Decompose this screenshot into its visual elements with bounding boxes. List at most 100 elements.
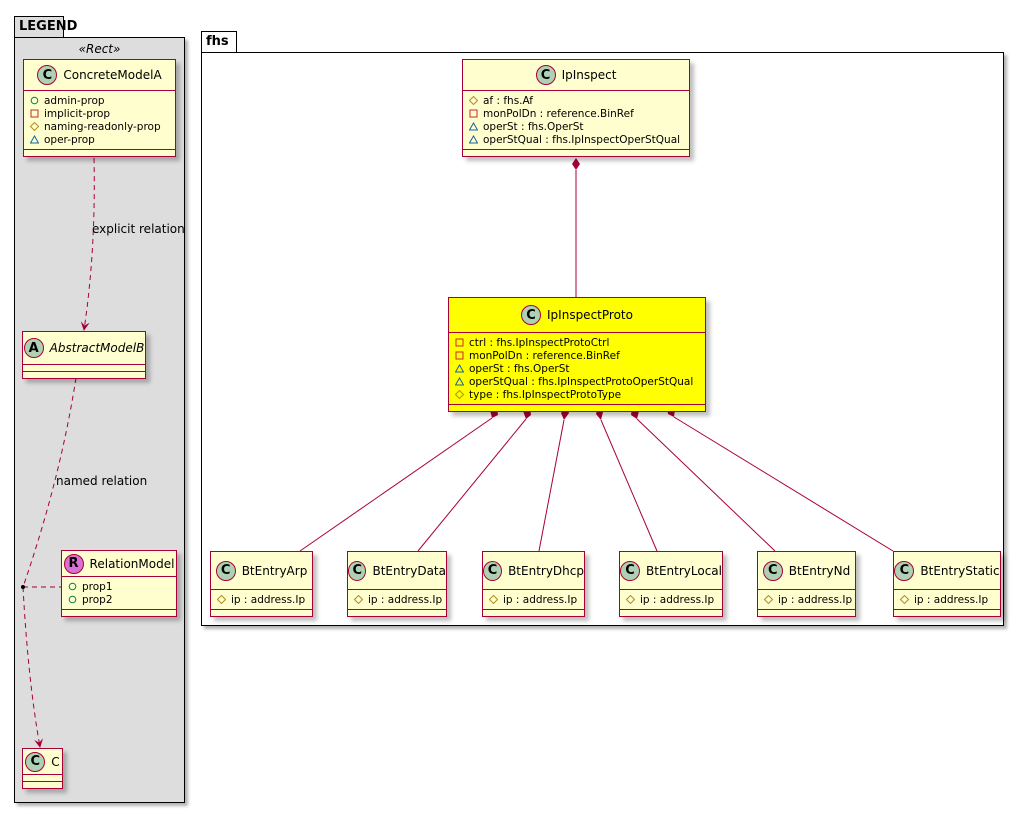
class-methods	[211, 610, 312, 616]
class-attribute: ip : address.Ip	[900, 593, 994, 606]
composition-edge	[417, 418, 527, 552]
package-triangle-icon	[30, 135, 39, 144]
explicit-relation-label: explicit relation	[92, 222, 185, 236]
class-name: RelationModel	[89, 556, 175, 571]
attribute-text: prop1	[82, 580, 113, 593]
attribute-text: ip : address.Ip	[778, 593, 853, 606]
class-spot-icon: C	[620, 560, 641, 581]
class-attribute: af : fhs.Af	[469, 94, 683, 107]
protected-diamond-icon	[469, 96, 478, 105]
class-attribute: ip : address.Ip	[217, 593, 306, 606]
class-attribute: ctrl : fhs.IpInspectProtoCtrl	[455, 336, 699, 349]
package-triangle-icon	[455, 377, 464, 386]
fhs-package-name: fhs	[206, 34, 229, 49]
class-methods	[463, 150, 689, 156]
class-header: C IpInspectProto	[449, 298, 705, 333]
class-attribute: operSt : fhs.OperSt	[455, 362, 699, 375]
class-name: BtEntryNd	[788, 563, 851, 578]
named-relation-target-edge	[22, 586, 44, 748]
class-spot-icon: C	[535, 65, 556, 85]
attribute-text: monPolDn : reference.BinRef	[469, 349, 620, 362]
package-triangle-icon	[455, 364, 464, 373]
legend-stereotype: «Rect»	[78, 42, 121, 56]
named-relation-label: named relation	[56, 474, 148, 488]
fhs-package-tab: fhs	[201, 31, 237, 53]
class-attribute: monPolDn : reference.BinRef	[469, 107, 683, 120]
class-spot-icon: C	[521, 305, 542, 325]
class-spot-icon: C	[483, 560, 503, 581]
class-spot-icon: C	[25, 751, 46, 772]
class-ipinspectproto[interactable]: C IpInspectProto ctrl : fhs.IpInspectProto…	[448, 297, 706, 412]
class-methods	[449, 405, 705, 411]
class-name: BtEntryLocal	[646, 563, 722, 578]
protected-diamond-icon	[764, 595, 773, 604]
class-methods	[62, 610, 176, 616]
class-btentrylocal[interactable]: C BtEntryLocal ip : address.Ip	[619, 551, 723, 617]
class-methods	[24, 150, 175, 156]
class-header: R RelationModel	[62, 551, 176, 577]
class-btentrydhcp[interactable]: C BtEntryDhcp ip : address.Ip	[482, 551, 585, 617]
class-methods	[348, 610, 446, 616]
class-name: IpInspectProto	[547, 308, 633, 322]
class-name: IpInspect	[561, 68, 617, 82]
class-attributes: ip : address.Ip	[620, 590, 722, 610]
class-attributes: ip : address.Ip	[211, 590, 312, 610]
class-attribute: operSt : fhs.OperSt	[469, 120, 683, 133]
private-square-icon	[30, 109, 39, 118]
composition-edge	[299, 417, 493, 552]
relation-spot-icon: R	[63, 553, 84, 574]
attribute-text: af : fhs.Af	[483, 94, 534, 107]
class-attributes: ip : address.Ip	[483, 590, 584, 610]
class-attributes: ip : address.Ip	[348, 590, 446, 610]
class-name: ConcreteModelA	[63, 68, 162, 82]
attribute-text: ip : address.Ip	[231, 593, 306, 606]
class-attribute: naming-readonly-prop	[30, 120, 169, 133]
class-methods	[620, 610, 722, 616]
public-circle-icon	[68, 582, 77, 591]
attribute-text: ip : address.Ip	[368, 593, 443, 606]
class-attributes: ip : address.Ip	[758, 590, 855, 610]
protected-diamond-icon	[217, 595, 226, 604]
private-square-icon	[455, 351, 464, 360]
attribute-text: naming-readonly-prop	[44, 120, 161, 133]
class-methods	[894, 610, 1000, 616]
class-attribute: operStQual : fhs.IpInspectProtoOperStQua…	[455, 375, 699, 388]
legend-package-name: LEGEND	[19, 19, 78, 34]
class-attribute: prop2	[68, 593, 170, 606]
protected-diamond-icon	[354, 595, 363, 604]
attribute-text: operSt : fhs.OperSt	[483, 120, 584, 133]
attribute-text: operStQual : fhs.IpInspectProtoOperStQua…	[469, 375, 694, 388]
attribute-text: operSt : fhs.OperSt	[469, 362, 570, 375]
class-header: C IpInspect	[463, 60, 689, 91]
attribute-text: prop2	[82, 593, 113, 606]
attribute-text: monPolDn : reference.BinRef	[483, 107, 634, 120]
legend-package	[14, 37, 185, 803]
association-point	[21, 585, 25, 589]
class-spot-icon: C	[215, 560, 236, 581]
class-name: BtEntryData	[372, 563, 446, 578]
class-name: BtEntryDhcp	[508, 563, 584, 578]
class-attribute: admin-prop	[30, 94, 169, 107]
class-attributes: ip : address.Ip	[894, 590, 1000, 610]
explicit-relation-edge	[80, 157, 95, 331]
attribute-text: ctrl : fhs.IpInspectProtoCtrl	[469, 336, 610, 349]
class-attribute: type : fhs.IpInspectProtoType	[455, 388, 699, 401]
attribute-text: ip : address.Ip	[914, 593, 989, 606]
class-attribute: monPolDn : reference.BinRef	[455, 349, 699, 362]
attribute-text: ip : address.Ip	[640, 593, 715, 606]
